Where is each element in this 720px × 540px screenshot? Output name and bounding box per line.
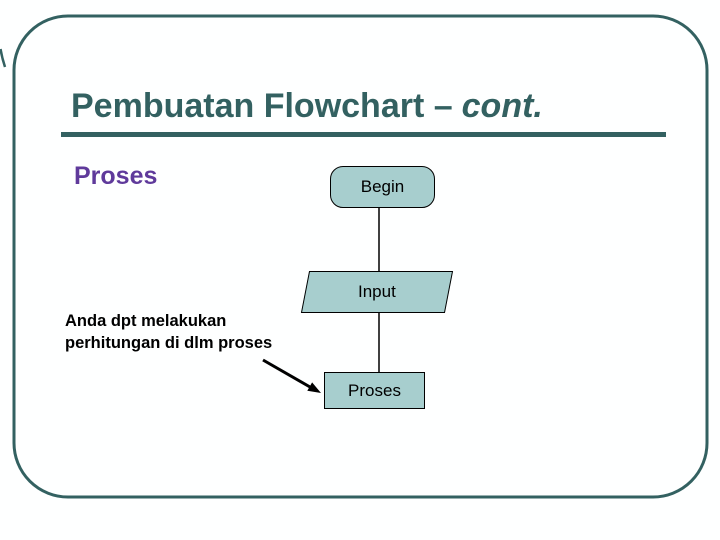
input-label: Input <box>358 282 396 301</box>
slide-title-main: Pembuatan Flowchart – <box>71 87 453 125</box>
flowchart-terminator-begin: Begin <box>330 166 435 208</box>
annotation-arrow-head <box>307 382 321 393</box>
title-underline-rule <box>61 132 666 137</box>
annotation-line-2: perhitungan di dlm proses <box>65 333 273 352</box>
slide-title-cont: cont. <box>461 87 543 125</box>
annotation-arrow-line <box>262 358 311 389</box>
annotation-text: Anda dpt melakukan perhitungan di dlm pr… <box>65 311 272 354</box>
flowchart-io-input: Input <box>300 271 454 313</box>
frame-arc-fragment <box>0 48 7 68</box>
slide-title: Pembuatan Flowchart –cont. <box>71 87 543 126</box>
process-label: Proses <box>348 380 401 400</box>
section-heading: Proses <box>74 162 158 190</box>
annotation-line-1: Anda dpt melakukan <box>65 312 227 330</box>
begin-label: Begin <box>360 177 405 196</box>
flowchart-process-box: Proses <box>324 372 425 409</box>
